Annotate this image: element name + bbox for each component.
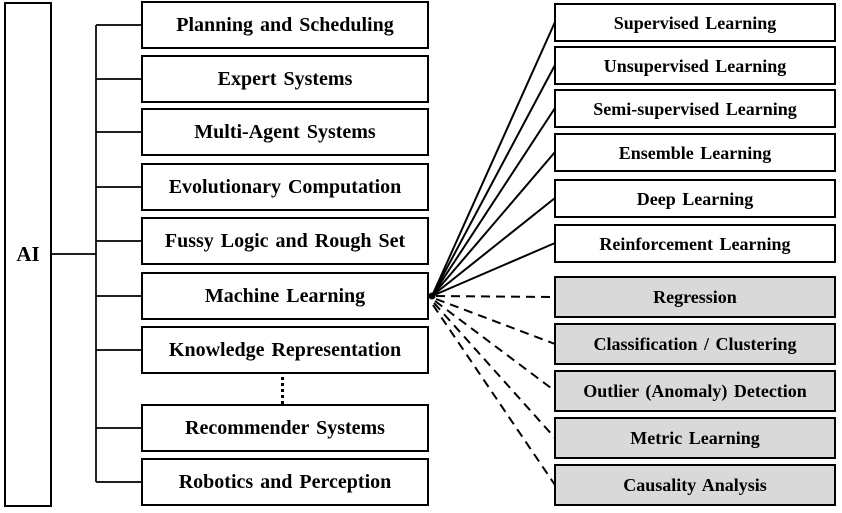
node-label: Machine Learning xyxy=(204,285,366,307)
node-label: Recommender Systems xyxy=(185,417,385,439)
node-supervised-learning: Supervised Learning xyxy=(554,3,836,42)
node-metric-learning: Metric Learning xyxy=(554,417,836,459)
node-semi-supervised-learning: Semi-supervised Learning xyxy=(554,89,836,128)
connector-ml-regression xyxy=(435,295,556,298)
vertical-ellipsis-icon xyxy=(281,377,284,404)
node-label: Metric Learning xyxy=(630,428,760,448)
node-ai-label: AI xyxy=(16,242,40,266)
node-label: Causality Analysis xyxy=(623,475,767,495)
node-causality-analysis: Causality Analysis xyxy=(554,464,836,506)
node-evolutionary-computation: Evolutionary Computation xyxy=(141,163,429,211)
node-label: Evolutionary Computation xyxy=(168,176,402,198)
node-label: Fussy Logic and Rough Set xyxy=(164,230,406,252)
connector-ml-supervised xyxy=(431,21,556,297)
node-robotics-and-perception: Robotics and Perception xyxy=(141,458,429,506)
node-label: Outlier (Anomaly) Detection xyxy=(583,381,807,401)
node-label: Knowledge Representation xyxy=(168,339,402,361)
connector-ml-deep xyxy=(431,197,556,297)
node-label: Semi-supervised Learning xyxy=(593,98,797,119)
node-expert-systems: Expert Systems xyxy=(141,55,429,103)
ml-solid-connectors xyxy=(428,21,556,300)
node-recommender-systems: Recommender Systems xyxy=(141,404,429,452)
connector-ml-ensemble xyxy=(431,151,556,297)
node-classification-clustering: Classification / Clustering xyxy=(554,323,836,365)
node-label: Unsupervised Learning xyxy=(603,55,787,76)
connector-ml-classification xyxy=(435,298,556,345)
node-deep-learning: Deep Learning xyxy=(554,179,836,218)
node-planning-and-scheduling: Planning and Scheduling xyxy=(141,1,429,49)
node-label: Planning and Scheduling xyxy=(176,14,394,36)
connector-ml-unsupervised xyxy=(431,64,556,297)
node-knowledge-representation: Knowledge Representation xyxy=(141,326,429,374)
ml-dashed-connectors xyxy=(432,295,556,486)
ai-tree-connectors xyxy=(52,24,142,483)
node-fussy-logic-and-rough-set: Fussy Logic and Rough Set xyxy=(141,217,429,265)
node-reinforcement-learning: Reinforcement Learning xyxy=(554,224,836,263)
connector-ml-semi-supervised xyxy=(431,107,556,297)
node-multi-agent-systems: Multi-Agent Systems xyxy=(141,108,429,156)
node-label: Expert Systems xyxy=(217,68,353,90)
node-outlier-anomaly-detection: Outlier (Anomaly) Detection xyxy=(554,370,836,412)
node-label: Ensemble Learning xyxy=(618,142,772,163)
node-label: Deep Learning xyxy=(636,188,754,209)
node-label: Classification / Clustering xyxy=(593,334,797,354)
connector-ml-metric xyxy=(433,302,556,439)
node-unsupervised-learning: Unsupervised Learning xyxy=(554,46,836,85)
node-label: Supervised Learning xyxy=(613,12,777,33)
node-ai: AI xyxy=(4,2,52,507)
connector-ml-outlier xyxy=(434,300,556,392)
node-label: Multi-Agent Systems xyxy=(194,121,376,143)
node-label: Robotics and Perception xyxy=(178,471,392,493)
ml-fan-origin-dot xyxy=(428,292,436,300)
node-machine-learning: Machine Learning xyxy=(141,272,429,320)
connector-ml-causality xyxy=(432,304,556,486)
node-ensemble-learning: Ensemble Learning xyxy=(554,133,836,172)
node-label: Reinforcement Learning xyxy=(599,233,791,254)
connector-ml-reinforcement xyxy=(431,242,556,297)
node-regression: Regression xyxy=(554,276,836,318)
node-label: Regression xyxy=(653,287,737,307)
